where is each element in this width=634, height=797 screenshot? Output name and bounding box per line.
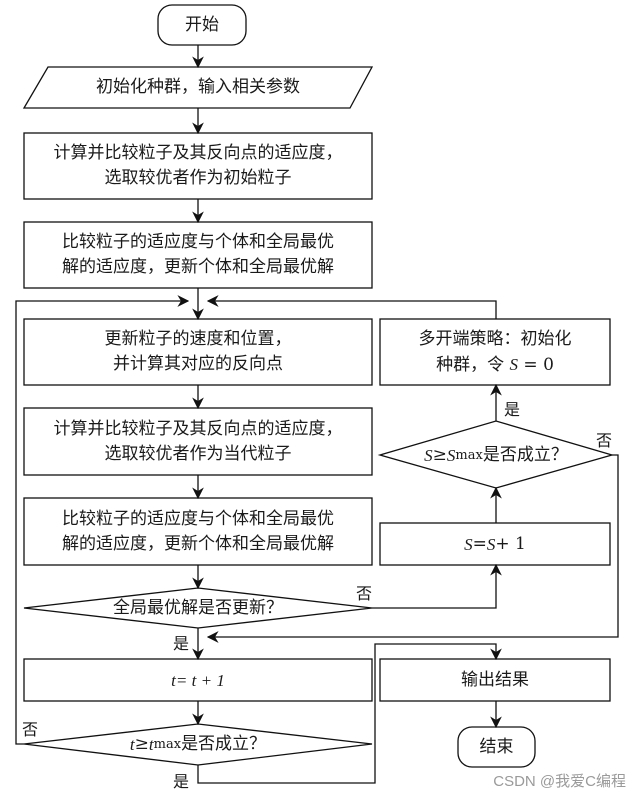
s-check-var: S xyxy=(424,445,433,465)
t-check-yes-label: 是 xyxy=(173,772,190,791)
t-increment-box xyxy=(23,658,373,702)
multistart-var: S xyxy=(509,354,519,374)
update-velocity-box xyxy=(23,318,373,386)
global-updated-yes-label: 是 xyxy=(173,634,190,653)
t-check-var: t xyxy=(129,734,135,754)
watermark: CSDN @我爱C编程 xyxy=(493,773,626,790)
t-check-diamond xyxy=(23,723,373,766)
init-parallelogram xyxy=(22,66,374,109)
edge-multistart-loop xyxy=(206,295,497,319)
init-label: 初始化种群，输入相关参数 xyxy=(96,77,300,97)
multistart-line2: 种群，令 S = 0 xyxy=(436,352,554,378)
compute-init-label: 计算并比较粒子及其反向点的适应度， 选取较优者作为初始粒子 xyxy=(53,143,343,188)
start-label: 开始 xyxy=(185,14,219,35)
s-check-sub: max xyxy=(455,447,483,463)
compare-update-box xyxy=(23,497,373,566)
t-increment-rest: = t + 1 xyxy=(175,670,225,690)
end-label: 结束 xyxy=(479,736,514,757)
multistart-line1: 多开端策略：初始化 xyxy=(418,328,572,349)
t-check-var2: t xyxy=(148,734,154,754)
s-increment-label: S = S + 1 xyxy=(380,523,610,565)
multistart-line2-post: = 0 xyxy=(518,354,554,375)
global-updated-no-label: 否 xyxy=(356,584,373,603)
edge-global-no xyxy=(372,563,502,609)
compute-init-box xyxy=(23,132,373,200)
s-inc-var2: S xyxy=(486,534,496,554)
edge-t-check-no-loop xyxy=(15,295,190,745)
edge-t-check-yes xyxy=(197,643,502,784)
multistart-label: 多开端策略：初始化 种群，令 S = 0 xyxy=(380,319,610,385)
t-check-sub: max xyxy=(153,736,182,752)
s-check-rest: 是否成立？ xyxy=(482,444,568,465)
s-check-yes-label: 是 xyxy=(504,400,521,419)
t-check-rest: 是否成立？ xyxy=(181,733,267,754)
compute-current-label: 计算并比较粒子及其反向点的适应度， 选取较优者作为当代粒子 xyxy=(53,418,343,464)
s-inc-mid: = xyxy=(472,533,487,554)
update-velocity-label: 更新粒子的速度和位置， 并计算其对应的反向点 xyxy=(104,329,292,374)
edge-s-check-no xyxy=(206,454,619,643)
s-check-var2: S xyxy=(446,445,456,465)
t-check-op: ≥ xyxy=(134,733,149,754)
compare-init-label: 比较粒子的适应度与个体和全局最优 解的适应度，更新个体和全局最优解 xyxy=(62,232,334,277)
multistart-box xyxy=(379,318,611,386)
multistart-line2-pre: 种群，令 xyxy=(436,354,510,375)
s-inc-var: S xyxy=(464,534,473,554)
output-label: 输出结果 xyxy=(461,669,529,690)
s-inc-post: + 1 xyxy=(495,533,526,554)
compare-update-label: 比较粒子的适应度与个体和全局最优 解的适应度，更新个体和全局最优解 xyxy=(62,508,334,554)
output-box xyxy=(379,658,611,702)
s-check-no-label: 否 xyxy=(596,431,613,450)
start-terminal xyxy=(157,4,247,46)
global-updated-label: 全局最优解是否更新？ xyxy=(113,597,283,618)
t-var: t xyxy=(171,670,176,690)
s-check-op: ≥ xyxy=(432,444,447,465)
t-increment-label: t = t + 1 xyxy=(24,659,372,701)
t-check-no-label: 否 xyxy=(22,720,39,739)
